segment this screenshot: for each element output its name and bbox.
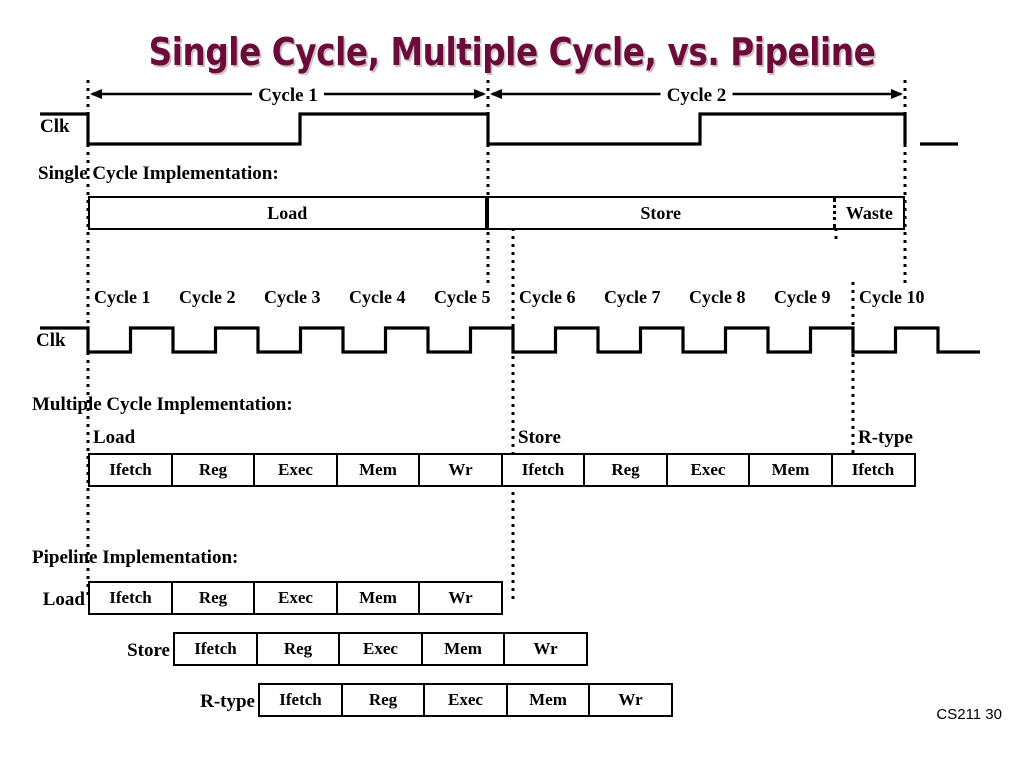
cycle-label-10: Cycle 10	[859, 287, 925, 307]
cycle-clock-label: Clk	[36, 330, 66, 351]
top-clock-label: Clk	[40, 116, 70, 137]
pipeline-load-stage-exec: Exec	[253, 581, 338, 615]
pipeline-load-stage-reg: Reg	[170, 581, 256, 615]
multiple-cycle-stage-8-exec: Exec	[665, 453, 751, 487]
pipeline-store-stage-ifetch: Ifetch	[173, 632, 258, 666]
pipeline-store-stage-mem: Mem	[420, 632, 506, 666]
cycle-label-3: Cycle 3	[264, 287, 321, 307]
multiple-cycle-stage-3-exec: Exec	[253, 453, 338, 487]
multiple-cycle-instruction-load: Load	[93, 427, 136, 448]
top-clock-waveform	[40, 112, 907, 146]
pipeline-load-stage-mem: Mem	[335, 581, 421, 615]
multiple-cycle-stage-6-ifetch: Ifetch	[500, 453, 586, 487]
single-cycle-segment-store: Store	[484, 198, 833, 228]
page-title: Single Cycle, Multiple Cycle, vs. Pipeli…	[148, 30, 876, 74]
pipeline-load-stage-ifetch: Ifetch	[88, 581, 173, 615]
pipeline-load-stage-wr: Wr	[418, 581, 503, 615]
single-cycle-heading: Single Cycle Implementation:	[38, 163, 279, 184]
cycle-label-2: Cycle 2	[179, 287, 236, 307]
multiple-cycle-instruction-r-type: R-type	[858, 427, 913, 448]
multiple-cycle-stage-5-wr: Wr	[418, 453, 503, 487]
cycle-arrow-head-right-2	[891, 89, 903, 99]
pipeline-r-type-stage-wr: Wr	[588, 683, 673, 717]
pipeline-r-type-stage-ifetch: Ifetch	[258, 683, 343, 717]
cycle-span-label-1: Cycle 1	[258, 85, 318, 106]
pipeline-r-type-stage-mem: Mem	[505, 683, 591, 717]
cycle-arrow-head-right-1	[474, 89, 486, 99]
cycle-arrow-head-left-2	[490, 89, 502, 99]
cycle-label-1: Cycle 1	[94, 287, 151, 307]
pipeline-r-type-stage-exec: Exec	[423, 683, 508, 717]
cycle-label-8: Cycle 8	[689, 287, 746, 307]
multiple-cycle-stage-2-reg: Reg	[170, 453, 256, 487]
multiple-cycle-heading: Multiple Cycle Implementation:	[32, 394, 293, 415]
multiple-cycle-stage-1-ifetch: Ifetch	[88, 453, 173, 487]
single-cycle-segment-load: Load	[267, 202, 308, 223]
cycle-span-label-2: Cycle 2	[667, 85, 727, 106]
cycle-label-7: Cycle 7	[604, 287, 661, 307]
pipeline-heading: Pipeline Implementation:	[32, 547, 239, 568]
multiple-cycle-stage-9-mem: Mem	[748, 453, 833, 487]
slide-footer: CS211 30	[936, 706, 1002, 723]
multiple-cycle-stage-7-reg: Reg	[583, 453, 668, 487]
multiple-cycle-stage-10-ifetch: Ifetch	[830, 453, 916, 487]
pipeline-store-stage-exec: Exec	[338, 632, 423, 666]
multiple-cycle-stage-4-mem: Mem	[335, 453, 421, 487]
cycle-label-6: Cycle 6	[519, 287, 576, 307]
pipeline-r-type-stage-reg: Reg	[340, 683, 426, 717]
cycle-arrow-head-left-1	[90, 89, 102, 99]
cycle-clock-waveform	[40, 326, 980, 354]
pipeline-store-stage-wr: Wr	[503, 632, 588, 666]
multiple-cycle-instruction-store: Store	[518, 427, 561, 448]
pipeline-row-label-load: Load	[42, 589, 85, 610]
pipeline-row-label-r-type: R-type	[200, 691, 255, 712]
pipeline-store-stage-reg: Reg	[255, 632, 341, 666]
cycle-label-9: Cycle 9	[774, 287, 831, 307]
cycle-label-4: Cycle 4	[349, 287, 406, 307]
pipeline-row-label-store: Store	[127, 640, 170, 661]
single-cycle-segment-waste: Waste	[832, 198, 903, 228]
cycle-label-5: Cycle 5	[434, 287, 491, 307]
